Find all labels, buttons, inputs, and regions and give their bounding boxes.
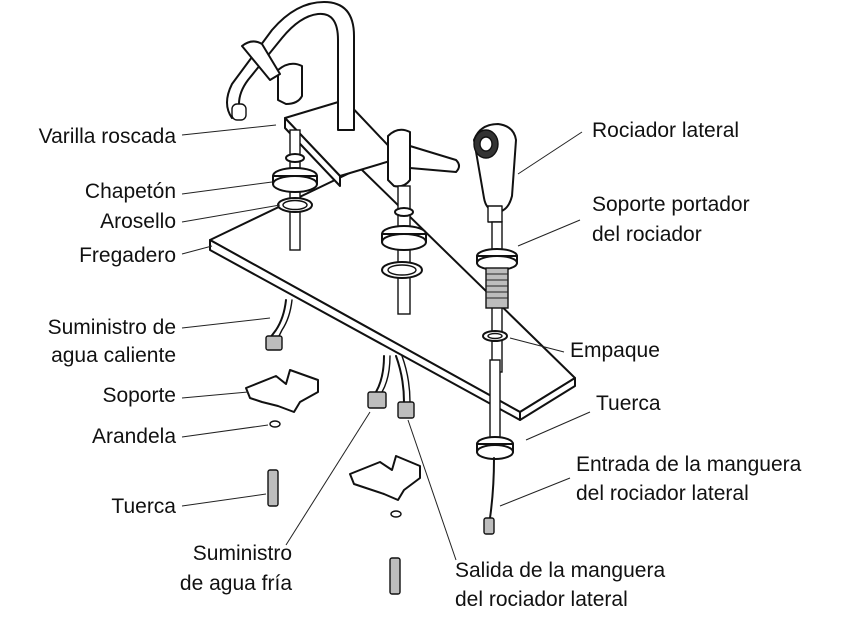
labels: Varilla roscada Chapetón Arosello Fregad… bbox=[39, 119, 802, 611]
label-suministro-caliente-2: agua caliente bbox=[51, 344, 176, 367]
label-tuerca-right: Tuerca bbox=[596, 392, 661, 415]
bracket-center bbox=[349, 455, 421, 501]
sprayer-outlet-hose bbox=[395, 355, 415, 419]
label-empaque: Empaque bbox=[570, 339, 660, 362]
label-fregadero: Fregadero bbox=[79, 244, 176, 267]
washer-center bbox=[390, 510, 402, 518]
label-varilla-roscada: Varilla roscada bbox=[39, 125, 177, 148]
bracket-left bbox=[245, 369, 319, 413]
label-entrada-1: Entrada de la manguera bbox=[576, 453, 802, 476]
label-entrada-2: del rociador lateral bbox=[576, 482, 749, 505]
sprayer-nut bbox=[476, 359, 514, 460]
washer-left bbox=[269, 420, 281, 428]
label-salida-1: Salida de la manguera bbox=[455, 559, 665, 582]
side-sprayer bbox=[473, 123, 518, 373]
faucet-body bbox=[226, 1, 460, 188]
label-suministro-fria-1: Suministro bbox=[193, 542, 292, 565]
label-arandela: Arandela bbox=[92, 425, 176, 448]
sprayer-inlet-hose bbox=[483, 457, 495, 535]
label-chapeton: Chapetón bbox=[85, 180, 176, 203]
label-salida-2: del rociador lateral bbox=[455, 588, 628, 611]
sink-deck bbox=[209, 167, 576, 421]
label-soporte: Soporte bbox=[102, 384, 176, 407]
label-rociador-lateral: Rociador lateral bbox=[592, 119, 739, 142]
left-valve-stack bbox=[272, 129, 318, 251]
nut-left bbox=[267, 469, 279, 507]
label-suministro-fria-2: de agua fría bbox=[180, 572, 292, 595]
cold-supply-hose bbox=[367, 355, 391, 409]
label-tuerca-left: Tuerca bbox=[111, 495, 176, 518]
label-suministro-caliente-1: Suministro de bbox=[48, 316, 176, 339]
label-arosello: Arosello bbox=[100, 210, 176, 233]
label-soporte-rociador-2: del rociador bbox=[592, 223, 702, 246]
nut-center bbox=[389, 557, 401, 595]
hot-supply-hose bbox=[265, 299, 293, 351]
right-valve-stack bbox=[381, 185, 427, 315]
leader-lines bbox=[181, 124, 591, 561]
label-soporte-rociador-1: Soporte portador bbox=[592, 193, 750, 216]
